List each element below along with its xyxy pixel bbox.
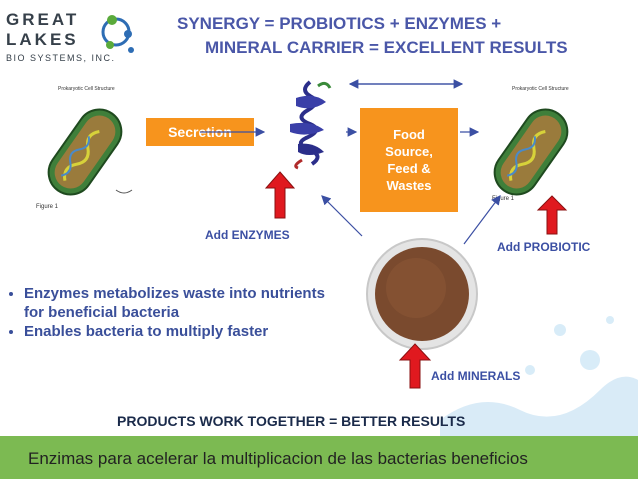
page-title-line1: SYNERGY = PROBIOTICS + ENZYMES + <box>177 14 502 33</box>
products-tagline: PRODUCTS WORK TOGETHER = BETTER RESULTS <box>117 413 466 429</box>
add-minerals-arrow-icon <box>398 343 432 389</box>
add-probiotic-label: Add PROBIOTIC <box>497 240 591 254</box>
company-logo: GREAT LAKES BIO SYSTEMS, INC. <box>6 8 156 70</box>
spanish-caption: Enzimas para acelerar la multiplicacion … <box>28 449 528 468</box>
logo-line-biosystems: BIO SYSTEMS, INC. <box>6 53 116 63</box>
benefit-item: Enables bacteria to multiply faster <box>24 322 346 341</box>
left-bacteria-illustration: Prokaryotic Cell Structure Figure 1 <box>30 86 140 216</box>
left-cell-caption: Prokaryotic Cell Structure <box>58 86 115 92</box>
add-enzymes-label: Add ENZYMES <box>205 228 290 242</box>
right-bacteria-icon <box>493 108 569 196</box>
add-enzymes-arrow-icon <box>264 171 296 219</box>
arrow-bowl-to-enzyme <box>321 195 363 237</box>
food-box-line2: Source, <box>385 144 433 159</box>
water-splash-decoration <box>440 316 638 440</box>
food-box-line1: Food <box>393 127 425 142</box>
logo-line-lakes: LAKES <box>6 30 79 49</box>
benefits-list: Enzymes metabolizes waste into nutrients… <box>6 284 346 341</box>
mineral-bowl-icon <box>366 238 478 350</box>
food-source-box: Food Source, Feed & Wastes <box>360 108 458 212</box>
right-figure-label: Figure 1 <box>492 196 515 202</box>
add-minerals-label: Add MINERALS <box>431 369 521 383</box>
add-probiotic-arrow-icon <box>536 195 568 235</box>
arrow-bowl-to-bacteria <box>463 195 501 245</box>
food-box-line4: Wastes <box>386 178 432 193</box>
left-figure-label: Figure 1 <box>36 204 59 210</box>
logo-line-great: GREAT <box>6 10 80 29</box>
enzyme-protein-icon <box>290 80 332 170</box>
benefit-item: Enzymes metabolizes waste into nutrients… <box>24 284 346 322</box>
right-bacteria-illustration: Prokaryotic Cell Structure Figure 1 <box>476 86 586 216</box>
footer-band <box>0 436 638 479</box>
food-box-line3: Feed & <box>387 161 431 176</box>
page-title-line2: MINERAL CARRIER = EXCELLENT RESULTS <box>205 38 568 57</box>
logo-molecule-icon <box>101 15 134 53</box>
left-bacteria-icon <box>47 108 133 196</box>
right-cell-caption: Prokaryotic Cell Structure <box>512 86 569 92</box>
